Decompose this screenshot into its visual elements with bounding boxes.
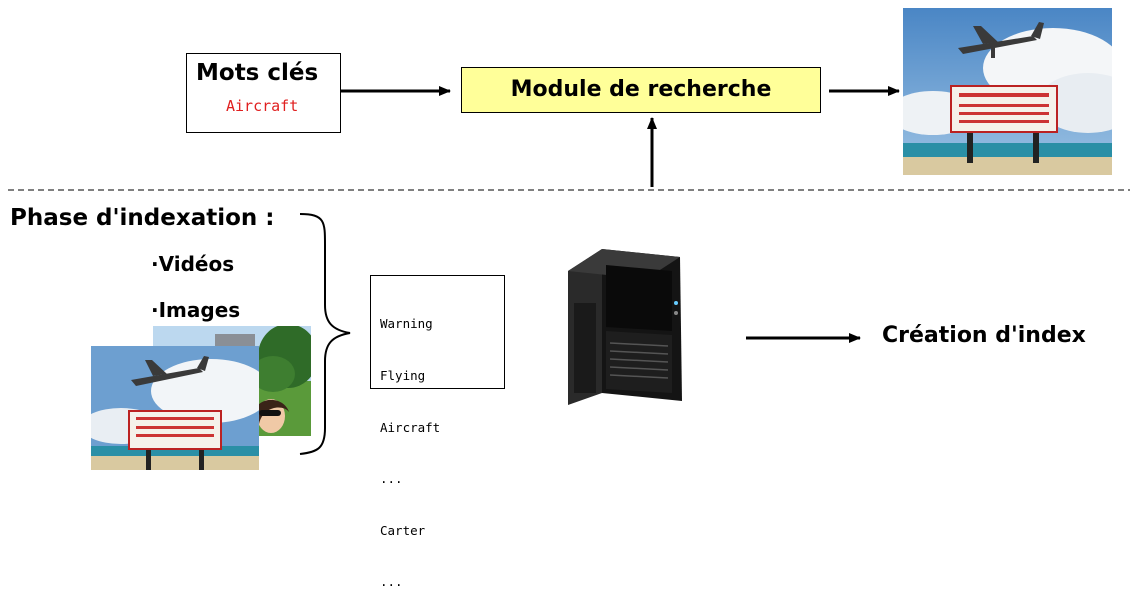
keywords-title: Mots clés [196, 60, 319, 86]
index-term: ... [380, 471, 403, 487]
index-terms-list: Warning Flying Aircraft ... Carter ... [380, 281, 440, 608]
index-terms-box [370, 275, 505, 389]
index-term: Aircraft [380, 419, 441, 435]
bullet-videos: ·Vidéos [151, 252, 235, 276]
index-term: Warning [380, 316, 433, 332]
bullet-images: ·Images [151, 298, 241, 322]
indexing-phase-title: Phase d'indexation : [10, 205, 275, 231]
index-term: Carter [380, 522, 426, 538]
search-module-label: Module de recherche [510, 77, 772, 102]
curly-brace [299, 213, 351, 455]
search-module-box [461, 67, 821, 113]
index-term: Flying [380, 368, 426, 384]
airplane [958, 22, 1044, 58]
diagram-connectors [8, 86, 1130, 455]
index-creation-label: Création d'index [882, 323, 1086, 348]
keywords-box [186, 53, 341, 133]
result-airplane-image [903, 8, 1112, 175]
index-term: ... [380, 574, 403, 590]
keyword-value: Aircraft [226, 97, 299, 115]
source-airplane-image [91, 346, 259, 470]
server-tower-icon [568, 249, 682, 405]
